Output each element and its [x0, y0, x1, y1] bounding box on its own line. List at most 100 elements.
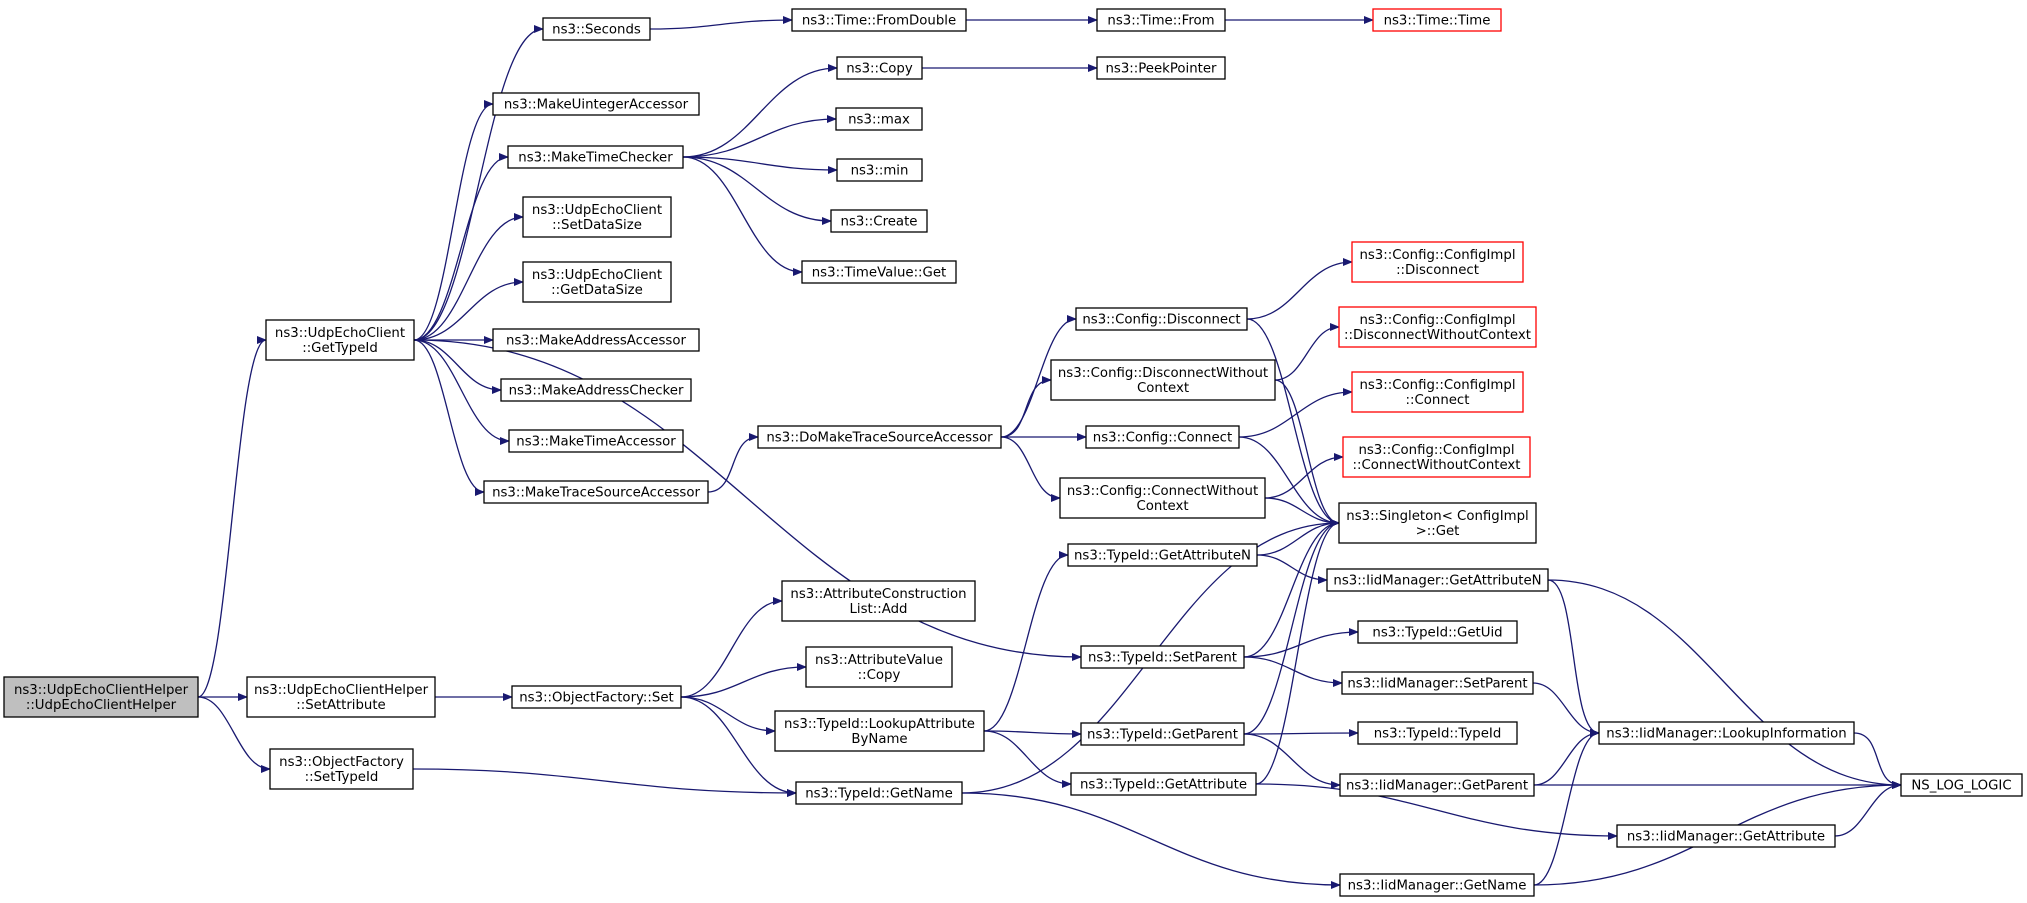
node-box — [1616, 824, 1836, 848]
node-time-time[interactable]: ns3::Time::Time — [1372, 8, 1502, 32]
node-ns-log-logic[interactable]: NS_LOG_LOGIC — [1900, 773, 2023, 797]
node-label: ns3::Singleton< ConfigImpl — [1346, 509, 1528, 524]
node-label: ns3::UdpEchoClient — [532, 268, 662, 283]
edge-set-parent-to-iid-set-parent — [1243, 656, 1343, 687]
node-time-from[interactable]: ns3::Time::From — [1096, 8, 1226, 32]
node-get-type-id[interactable]: ns3::UdpEchoClient::GetTypeId — [265, 319, 415, 361]
edge-iid-lookup-info-to-ns-log-logic — [1853, 732, 1902, 789]
node-box — [1075, 307, 1248, 331]
node-label: ns3::Time::From — [1107, 14, 1214, 29]
node-copy[interactable]: ns3::Copy — [836, 56, 923, 80]
edge-root-to-of-set-type-id — [197, 696, 271, 773]
node-helper-set-attr[interactable]: ns3::UdpEchoClientHelper::SetAttribute — [246, 676, 436, 718]
node-impl-connect-wc[interactable]: ns3::Config::ConfigImpl::ConnectWithoutC… — [1342, 436, 1531, 478]
node-label: ns3::MakeTimeChecker — [518, 151, 673, 166]
node-label: ns3::IidManager::SetParent — [1347, 677, 1527, 692]
node-label: ns3::MakeAddressChecker — [509, 384, 684, 399]
node-label: ::SetTypeId — [305, 770, 379, 785]
node-make-time-checker[interactable]: ns3::MakeTimeChecker — [507, 145, 684, 169]
node-label: ns3::Config::ConnectWithout — [1067, 484, 1258, 499]
node-singleton-get[interactable]: ns3::Singleton< ConfigImpl >::Get — [1338, 502, 1537, 544]
edge-of-set-to-lookup-by-name — [680, 696, 776, 735]
node-label: ns3::max — [848, 113, 910, 128]
node-cfg-connect-wc[interactable]: ns3::Config::ConnectWithoutContext — [1059, 477, 1266, 519]
node-label: ns3::TypeId::SetParent — [1088, 651, 1237, 666]
edge-of-set-to-attr-constr-add — [680, 597, 783, 698]
node-get-data-size[interactable]: ns3::UdpEchoClient::GetDataSize — [522, 261, 672, 303]
node-box — [774, 710, 985, 752]
node-get-attr-n[interactable]: ns3::TypeId::GetAttributeN — [1067, 543, 1258, 567]
node-iid-lookup-info[interactable]: ns3::IidManager::LookupInformation — [1598, 721, 1855, 745]
node-impl-disconnect-wc[interactable]: ns3::Config::ConfigImpl::DisconnectWitho… — [1338, 306, 1537, 348]
node-do-make-trace[interactable]: ns3::DoMakeTraceSourceAccessor — [757, 425, 1002, 449]
node-of-set[interactable]: ns3::ObjectFactory::Set — [511, 685, 682, 709]
node-attr-value-copy[interactable]: ns3::AttributeValue::Copy — [805, 646, 953, 688]
node-peek-pointer[interactable]: ns3::PeekPointer — [1096, 56, 1226, 80]
node-of-set-type-id[interactable]: ns3::ObjectFactory::SetTypeId — [269, 748, 414, 790]
node-label: ns3::AttributeConstruction — [790, 587, 966, 602]
node-box — [511, 685, 682, 709]
node-box — [3, 676, 199, 718]
node-time-value-get[interactable]: ns3::TimeValue::Get — [801, 260, 957, 284]
node-root[interactable]: ns3::UdpEchoClientHelper::UdpEchoClientH… — [3, 676, 199, 718]
node-box — [1351, 241, 1524, 283]
node-get-attribute[interactable]: ns3::TypeId::GetAttribute — [1070, 772, 1257, 796]
node-cfg-disconnect[interactable]: ns3::Config::Disconnect — [1075, 307, 1248, 331]
node-impl-connect[interactable]: ns3::Config::ConfigImpl::Connect — [1351, 371, 1524, 413]
node-seconds[interactable]: ns3::Seconds — [542, 17, 651, 41]
node-box — [1050, 359, 1276, 401]
node-box — [1357, 620, 1518, 644]
node-iid-set-parent[interactable]: ns3::IidManager::SetParent — [1341, 671, 1534, 695]
node-set-data-size[interactable]: ns3::UdpEchoClient::SetDataSize — [522, 196, 672, 238]
node-box — [522, 261, 672, 303]
node-type-id-get-name[interactable]: ns3::TypeId::GetName — [795, 781, 963, 805]
edge-of-set-type-id-to-type-id-get-name — [412, 768, 797, 797]
edge-get-type-id-to-get-data-size — [413, 278, 524, 341]
node-box — [1096, 56, 1226, 80]
node-box — [1326, 568, 1549, 592]
node-label: ns3::TypeId::LookupAttribute — [784, 717, 975, 732]
edge-cfg-disconnect-wc-to-singleton-get — [1274, 379, 1340, 527]
node-min[interactable]: ns3::min — [836, 158, 923, 182]
node-cfg-disconnect-wc[interactable]: ns3::Config::DisconnectWithoutContext — [1050, 359, 1276, 401]
node-box — [805, 646, 953, 688]
node-set-parent[interactable]: ns3::TypeId::SetParent — [1080, 645, 1245, 669]
node-iid-get-name[interactable]: ns3::IidManager::GetName — [1339, 873, 1535, 897]
node-max[interactable]: ns3::max — [835, 107, 923, 131]
node-label: ns3::IidManager::GetParent — [1346, 779, 1528, 794]
node-make-time-acc[interactable]: ns3::MakeTimeAccessor — [508, 429, 684, 453]
edge-iid-get-attr-n-to-ns-log-logic — [1547, 579, 1902, 789]
node-label: ns3::Time::FromDouble — [802, 14, 956, 29]
node-from-double[interactable]: ns3::Time::FromDouble — [791, 8, 967, 32]
edge-iid-get-attr-n-to-iid-lookup-info — [1547, 579, 1600, 737]
node-label: ns3::IidManager::LookupInformation — [1606, 727, 1846, 742]
node-box — [1341, 671, 1534, 695]
edge-get-type-id-to-make-addr-chk — [413, 339, 502, 394]
node-cfg-connect[interactable]: ns3::Config::Connect — [1085, 425, 1240, 449]
node-box — [265, 319, 415, 361]
node-label: ns3::TypeId::GetAttributeN — [1074, 549, 1251, 564]
node-get-parent[interactable]: ns3::TypeId::GetParent — [1080, 722, 1245, 746]
node-make-uint[interactable]: ns3::MakeUintegerAccessor — [492, 92, 700, 116]
node-make-addr-chk[interactable]: ns3::MakeAddressChecker — [500, 378, 692, 402]
node-make-addr-acc[interactable]: ns3::MakeAddressAccessor — [492, 328, 700, 352]
node-iid-get-parent[interactable]: ns3::IidManager::GetParent — [1339, 773, 1535, 797]
edge-get-attr-n-to-singleton-get — [1256, 519, 1340, 556]
node-impl-disconnect[interactable]: ns3::Config::ConfigImpl::Disconnect — [1351, 241, 1524, 283]
edge-do-make-trace-to-cfg-connect-wc — [1000, 436, 1061, 502]
node-label: ns3::TypeId::GetUid — [1372, 626, 1502, 641]
node-iid-get-attribute[interactable]: ns3::IidManager::GetAttribute — [1616, 824, 1836, 848]
node-box — [836, 56, 923, 80]
node-type-id-type-id[interactable]: ns3::TypeId::TypeId — [1357, 721, 1518, 745]
edge-lookup-by-name-to-get-parent — [983, 729, 1082, 738]
node-box — [500, 378, 692, 402]
node-type-id-get-uid[interactable]: ns3::TypeId::GetUid — [1357, 620, 1518, 644]
node-iid-get-attr-n[interactable]: ns3::IidManager::GetAttributeN — [1326, 568, 1549, 592]
edge-cfg-connect-wc-to-impl-connect-wc — [1264, 453, 1344, 499]
node-create[interactable]: ns3::Create — [830, 209, 928, 233]
node-box — [1342, 436, 1531, 478]
node-make-trace-acc[interactable]: ns3::MakeTraceSourceAccessor — [483, 480, 709, 504]
